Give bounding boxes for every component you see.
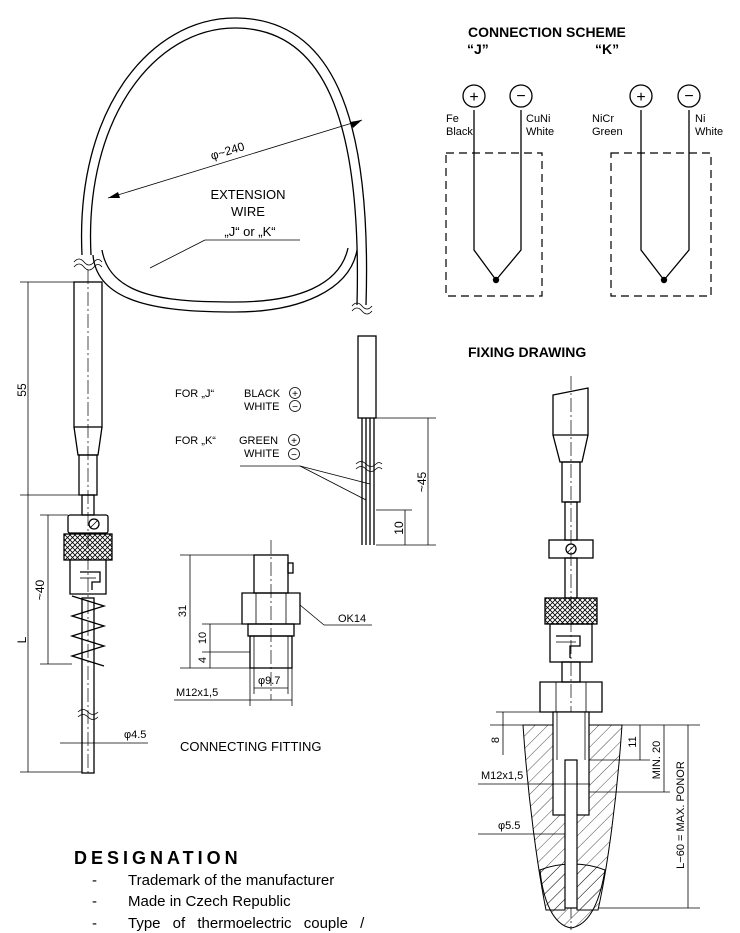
thermocouple-probe: 55 L ~40 φ4.5 bbox=[15, 270, 148, 775]
label-k: “K” bbox=[595, 41, 619, 57]
svg-text:−: − bbox=[291, 450, 297, 461]
dim-31: 31 bbox=[177, 605, 189, 617]
k-pos-label: GREEN bbox=[239, 435, 278, 447]
wire-leader bbox=[149, 239, 206, 269]
dim-9-7: φ9.7 bbox=[258, 675, 280, 687]
fixing-thread: M12x1,5 bbox=[481, 770, 523, 782]
j-junction-point bbox=[492, 276, 500, 284]
fitting-hex bbox=[241, 592, 301, 625]
svg-text:-: - bbox=[92, 872, 97, 889]
probe-stem bbox=[81, 597, 95, 774]
fixing-knurled-nut bbox=[544, 597, 598, 625]
extension-line2: WIRE bbox=[231, 204, 265, 219]
svg-text:+: + bbox=[291, 436, 297, 447]
k-junction-point bbox=[660, 276, 668, 284]
connection-scheme-title: CONNECTION SCHEME bbox=[468, 24, 626, 40]
fixing-min-20: MIN. 20 bbox=[651, 741, 663, 780]
knurled-nut bbox=[63, 533, 113, 561]
wire-outer-edge bbox=[80, 17, 368, 306]
k-neg-label: WHITE bbox=[244, 448, 279, 460]
extension-wire-loop: φ~240 EXTENSION WIRE „J“ or „K“ bbox=[73, 17, 373, 315]
for-j-label: FOR „J“ bbox=[175, 388, 214, 400]
k-right-wire: Ni bbox=[695, 113, 705, 125]
connecting-fitting: 31 10 4 OK14 φ9.7 M12x1,5 CONNECTING FIT… bbox=[174, 540, 372, 754]
bayonet-body bbox=[69, 560, 107, 595]
diameter-line bbox=[107, 119, 363, 199]
connection-scheme: CONNECTION SCHEME “J” “K” + − Fe Black C… bbox=[445, 24, 723, 297]
svg-text:−: − bbox=[292, 402, 298, 413]
dim-4: 4 bbox=[197, 657, 209, 663]
j-pos-label: BLACK bbox=[244, 388, 281, 400]
break-mark-right bbox=[351, 302, 373, 310]
diameter-label: φ~240 bbox=[209, 139, 247, 163]
designation: DESIGNATION - Trademark of the manufactu… bbox=[74, 848, 365, 932]
fixing-dim-8: 8 bbox=[490, 737, 502, 743]
minus-terminal-j bbox=[509, 84, 533, 108]
minus-sign-j: − bbox=[516, 88, 525, 105]
j-right-color: White bbox=[526, 126, 554, 138]
designation-item: Trademark of the manufacturer bbox=[128, 872, 334, 889]
wire-loop-bottom-inner bbox=[101, 247, 349, 303]
fixing-drawing: FIXING DRAWING 8 11 bbox=[468, 344, 700, 930]
fixing-dia-5-5: φ5.5 bbox=[498, 820, 520, 832]
dim-10-wire: 10 bbox=[392, 521, 406, 535]
label-j: “J” bbox=[467, 41, 489, 57]
k-junction-wires bbox=[640, 110, 690, 282]
wire-end: ~45 10 bbox=[355, 335, 436, 546]
dim-45: ~45 bbox=[415, 471, 429, 492]
fixing-sleeve bbox=[552, 387, 589, 436]
dim-4-5: φ4.5 bbox=[124, 729, 146, 741]
minus-terminal-k bbox=[677, 84, 701, 108]
designation-item: Made in Czech Republic bbox=[128, 893, 291, 910]
extension-line1: EXTENSION bbox=[210, 187, 285, 202]
fixing-probe bbox=[564, 759, 578, 909]
dim-40: ~40 bbox=[33, 579, 47, 600]
extension-line3: „J“ or „K“ bbox=[224, 224, 275, 239]
fixing-l60: L−60 = MAX. PONOR bbox=[675, 761, 687, 869]
svg-text:+: + bbox=[292, 389, 298, 400]
plus-terminal-j bbox=[462, 84, 486, 108]
fitting-caption: CONNECTING FITTING bbox=[180, 739, 322, 754]
plus-terminal-k bbox=[629, 84, 653, 108]
break-mark-left bbox=[73, 258, 103, 266]
wire-inner-edge bbox=[89, 27, 359, 306]
dim-L: L bbox=[15, 636, 29, 643]
j-left-color: Black bbox=[446, 126, 473, 138]
plus-sign-j: + bbox=[469, 89, 478, 106]
cable-sleeve bbox=[73, 281, 103, 428]
k-sensor-box bbox=[610, 152, 712, 297]
clamp-ring bbox=[67, 514, 109, 534]
clamp-screw bbox=[88, 518, 100, 530]
thread-label: M12x1,5 bbox=[176, 687, 218, 699]
k-left-color: Green bbox=[592, 126, 623, 138]
j-right-wire: CuNi bbox=[526, 113, 550, 125]
j-sensor-box bbox=[445, 152, 543, 297]
fixing-title: FIXING DRAWING bbox=[468, 344, 586, 360]
designation-title: DESIGNATION bbox=[74, 848, 242, 868]
designation-item: Type of thermoelectric couple / bbox=[128, 915, 365, 932]
plus-sign-k: + bbox=[636, 89, 645, 106]
polarity-legend: FOR „J“ BLACK + WHITE − FOR „K“ GREEN + … bbox=[175, 387, 371, 501]
wire-loop-bottom bbox=[92, 249, 358, 313]
svg-text:-: - bbox=[92, 893, 97, 910]
spring bbox=[69, 595, 107, 667]
j-neg-label: WHITE bbox=[244, 401, 279, 413]
wire-end-sleeve bbox=[357, 335, 377, 419]
fixing-dim-11: 11 bbox=[627, 736, 639, 747]
ok14-label: OK14 bbox=[338, 613, 366, 625]
fixing-hex bbox=[539, 681, 603, 713]
minus-sign-k: − bbox=[684, 88, 693, 105]
k-right-color: White bbox=[695, 126, 723, 138]
for-k-label: FOR „K“ bbox=[175, 435, 216, 447]
j-left-wire: Fe bbox=[446, 113, 459, 125]
dim-10: 10 bbox=[197, 632, 209, 644]
svg-text:-: - bbox=[92, 915, 97, 932]
j-junction-wires bbox=[473, 110, 522, 282]
k-left-wire: NiCr bbox=[592, 113, 614, 125]
dim-55: 55 bbox=[15, 383, 29, 397]
